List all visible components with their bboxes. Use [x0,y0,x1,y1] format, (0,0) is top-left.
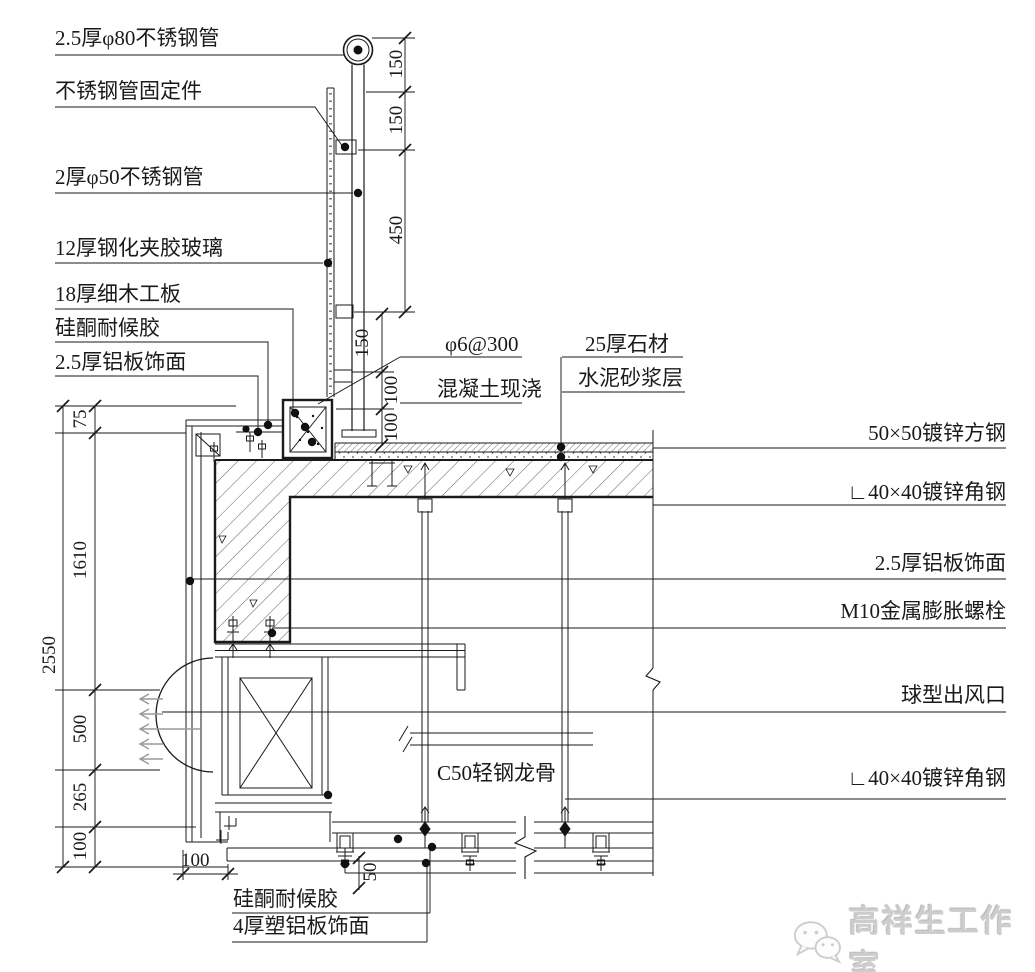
callout-square-steel: 50×50镀锌方钢 [868,421,1006,445]
callout-tube-fixing: 不锈钢管固定件 [55,79,202,103]
dim-rail-150b: 150 [386,105,407,135]
handrail-post [333,34,377,438]
callout-laminated-glass: 12厚钢化夹胶玻璃 [55,236,223,260]
dimension-ticks [56,31,412,895]
dim-left-100: 100 [70,831,91,861]
callout-plywood: 18厚细木工板 [55,282,181,306]
dim-left-1610: 1610 [70,541,91,579]
callout-m10-anchor: M10金属膨胀螺栓 [840,599,1006,623]
wall-cladding [185,420,228,843]
dim-left-500: 500 [70,714,91,744]
callout-ss-tube-80: 2.5厚φ80不锈钢管 [55,26,220,50]
callout-air-outlet: 球型出风口 [901,683,1006,707]
callout-mortar: 水泥砂浆层 [578,366,683,390]
dim-base-100a: 100 [381,375,402,405]
dimension-lines [55,37,415,890]
bottom-fascia [226,847,346,873]
air-outlet-arc [155,657,214,773]
concrete-structure [215,443,653,642]
hanger-rods [417,461,573,848]
concrete-symbols [218,465,598,608]
callout-alum-panel-right: 2.5厚铝板饰面 [874,551,1006,575]
keel-clips [336,832,610,871]
dim-base-100b: 100 [381,412,402,442]
callout-stone: 25厚石材 [585,332,669,356]
callout-angle-steel-top: ∟40×40镀锌角钢 [847,480,1006,504]
wechat-icon [793,921,842,964]
parapet-cap [186,419,283,462]
duct-run [398,725,593,753]
dim-soffit-100: 100 [181,850,210,871]
glass-panel [326,87,335,397]
callout-c50-keel: C50轻钢龙骨 [437,761,557,785]
callout-cast-concrete: 混凝土现浇 [437,377,542,401]
dim-step-50: 50 [360,862,381,882]
callout-rebar: φ6@300 [445,332,519,356]
watermark: 高祥生工作室 [792,896,1035,972]
dim-left-75: 75 [70,409,91,429]
callout-silicone-left: 硅酮耐候胶 [55,316,160,340]
dim-base-150: 150 [352,328,373,358]
callout-alum-plastic-panel: 4厚塑铝板饰面 [233,914,370,938]
dim-rail-150a: 150 [386,49,407,79]
callout-ss-tube-50: 2厚φ50不锈钢管 [55,165,204,189]
airflow-arrow-icons [138,693,200,765]
callout-angle-steel-bottom: ∟40×40镀锌角钢 [847,766,1006,790]
dim-rail-450: 450 [386,215,407,245]
dim-overall-2550: 2550 [39,636,60,674]
leader-dots [185,45,566,869]
soffit-fascia [215,643,466,691]
duct-box [215,657,332,844]
leader-lines [55,54,1006,943]
watermark-text: 高祥生工作室 [848,904,1014,972]
callout-alum-panel-left: 2.5厚铝板饰面 [55,350,187,374]
callout-silicone-bottom: 硅酮耐候胶 [233,887,338,911]
dim-left-265: 265 [70,782,91,812]
